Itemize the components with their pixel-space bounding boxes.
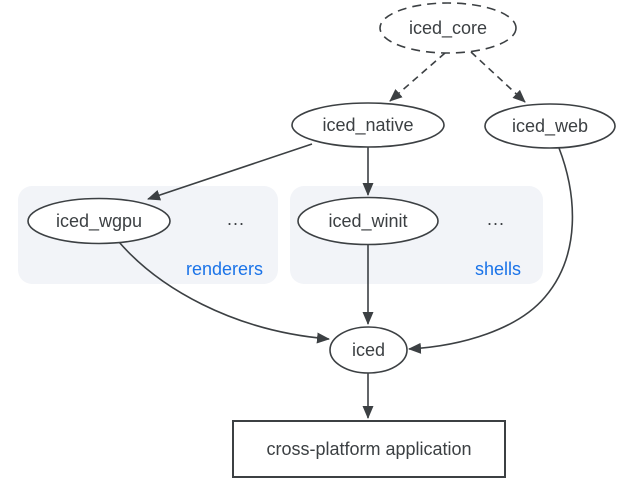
- renderers-ellipsis: ...: [226, 209, 246, 229]
- node-iced-core-label: iced_core: [408, 18, 488, 38]
- node-app-label: cross-platform application: [266, 439, 472, 459]
- node-app-shape: [232, 420, 506, 478]
- renderers-group-label: renderers: [185, 259, 263, 279]
- node-iced-wgpu-shape: [27, 197, 171, 245]
- node-iced-winit-label: iced_winit: [328, 211, 408, 231]
- edge-core-to-native: [389, 52, 446, 102]
- node-iced-web-label: iced_web: [511, 116, 589, 136]
- node-iced-shape: [329, 326, 408, 374]
- node-iced-label: iced: [351, 340, 386, 360]
- node-iced-native-label: iced_native: [322, 115, 414, 135]
- shells-group-label: shells: [474, 259, 521, 279]
- edge-core-to-web: [470, 51, 526, 103]
- node-iced-winit-shape: [297, 196, 439, 246]
- shells-ellipsis: ...: [486, 209, 506, 229]
- node-iced-wgpu-label: iced_wgpu: [55, 211, 143, 231]
- node-iced-native-shape: [291, 102, 445, 148]
- edge-wgpu-to-iced: [118, 241, 330, 344]
- edge-native-to-wgpu: [147, 143, 313, 201]
- node-iced-core-shape: [379, 2, 517, 54]
- edge-web-to-iced: [408, 147, 574, 354]
- node-iced-web-shape: [484, 103, 616, 149]
